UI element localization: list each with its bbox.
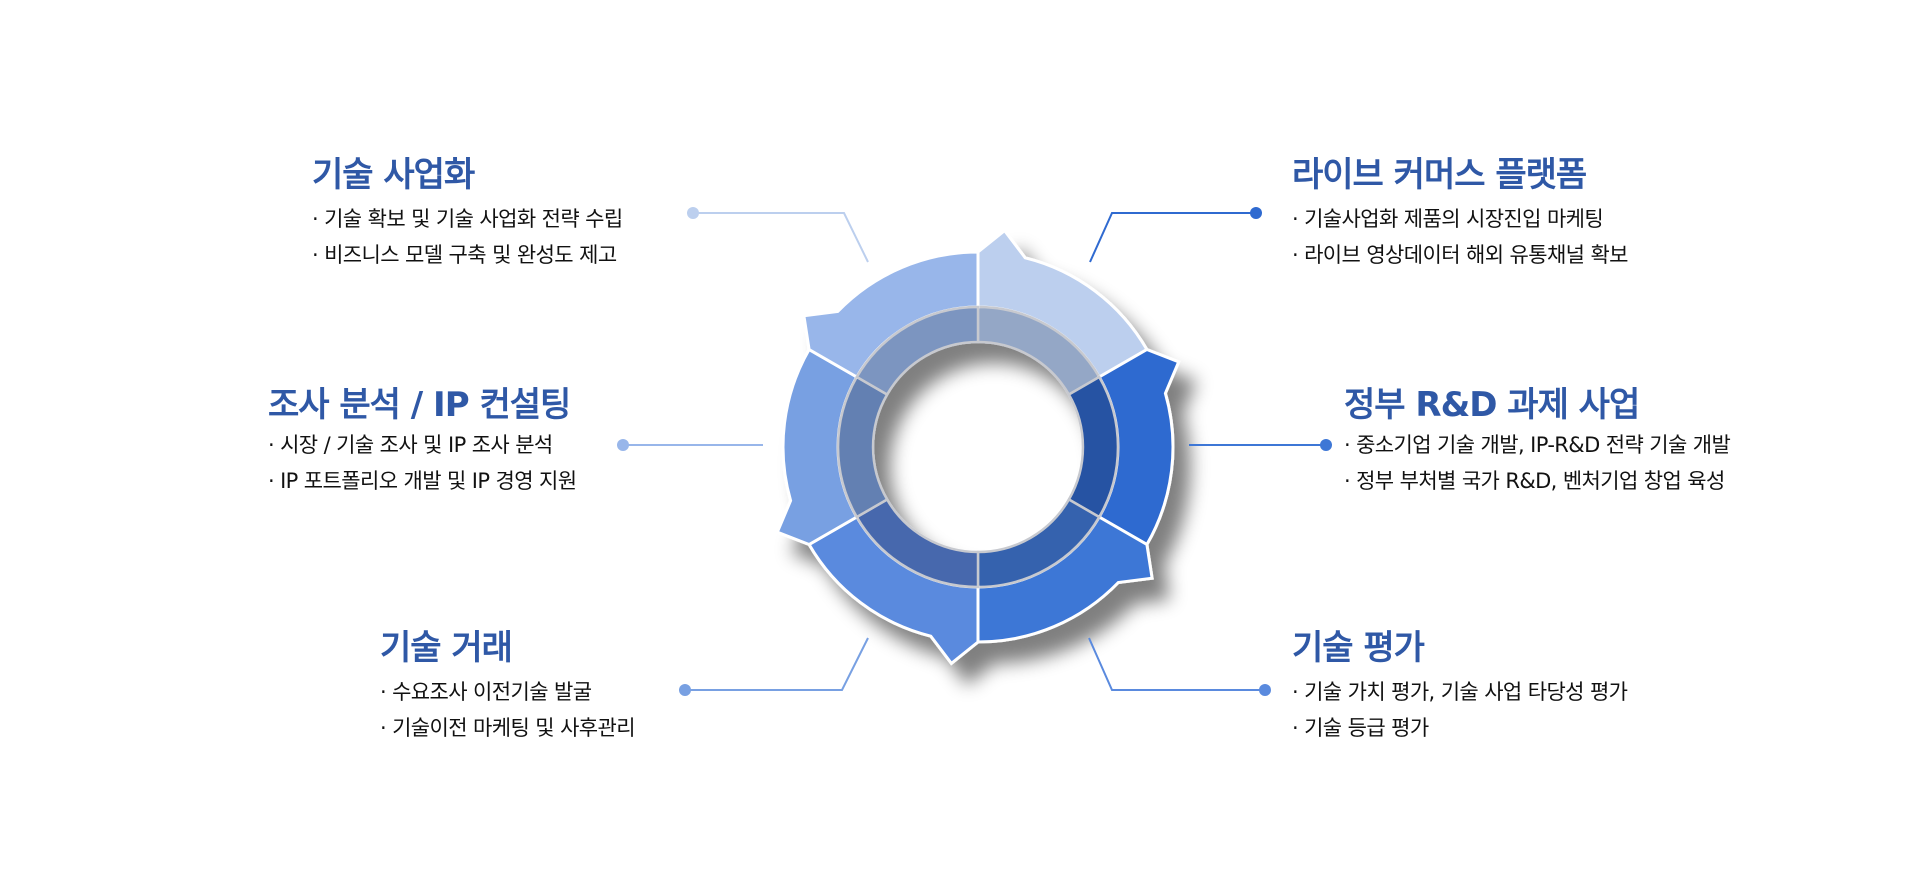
- bullet-item: ·기술 등급 평가: [1292, 716, 1429, 740]
- ring-inner-segment: [855, 305, 980, 397]
- connector-line: [693, 212, 869, 263]
- bullet-item: ·기술이전 마케팅 및 사후관리: [380, 716, 636, 740]
- bullet-item: ·중소기업 기술 개발, IP-R&D 전략 기술 개발: [1344, 433, 1731, 457]
- connector-line: [685, 637, 869, 691]
- section-research-ip: 조사 분석 / IP 컨설팅 ·시장 / 기술 조사 및 IP 조사 분석 ·I…: [268, 385, 577, 499]
- bullet-item: ·기술 확보 및 기술 사업화 전략 수립: [312, 207, 623, 231]
- section-title: 라이브 커머스 플랫폼: [1292, 155, 1587, 195]
- section-title: 조사 분석 / IP 컨설팅: [268, 385, 571, 425]
- section-title: 기술 평가: [1292, 628, 1425, 668]
- bullet-item: ·기술 가치 평가, 기술 사업 타당성 평가: [1292, 680, 1628, 704]
- bullet-item: ·라이브 영상데이터 해외 유통채널 확보: [1292, 243, 1629, 267]
- section-title: 기술 사업화: [312, 155, 475, 195]
- connector-dot: [617, 439, 629, 451]
- connector-line: [1089, 212, 1256, 263]
- connector-dot: [1259, 684, 1271, 696]
- section-title: 정부 R&D 과제 사업: [1344, 385, 1640, 425]
- section-tech-commercialization: 기술 사업화 ·기술 확보 및 기술 사업화 전략 수립 ·비즈니스 모델 구축…: [312, 155, 623, 273]
- bullet-item: ·IP 포트폴리오 개발 및 IP 경영 지원: [268, 469, 577, 493]
- connector-dot: [687, 207, 699, 219]
- section-title: 기술 거래: [380, 628, 513, 668]
- connector-dot: [679, 684, 691, 696]
- connector-dot: [1320, 439, 1332, 451]
- bullet-item: ·정부 부처별 국가 R&D, 벤처기업 창업 육성: [1344, 469, 1725, 493]
- connector-dot: [1250, 207, 1262, 219]
- section-live-commerce: 라이브 커머스 플랫폼 ·기술사업화 제품의 시장진입 마케팅 ·라이브 영상데…: [1292, 155, 1629, 273]
- section-gov-rnd: 정부 R&D 과제 사업 ·중소기업 기술 개발, IP-R&D 전략 기술 개…: [1344, 385, 1731, 499]
- section-tech-evaluation: 기술 평가 ·기술 가치 평가, 기술 사업 타당성 평가 ·기술 등급 평가: [1292, 628, 1628, 746]
- bullet-item: ·수요조사 이전기술 발굴: [380, 680, 592, 704]
- connector-line: [1088, 637, 1265, 691]
- bullet-item: ·기술사업화 제품의 시장진입 마케팅: [1292, 207, 1604, 231]
- section-tech-trade: 기술 거래 ·수요조사 이전기술 발굴 ·기술이전 마케팅 및 사후관리: [380, 628, 636, 746]
- bullet-item: ·비즈니스 모델 구축 및 완성도 제고: [312, 243, 617, 267]
- bullet-item: ·시장 / 기술 조사 및 IP 조사 분석: [268, 433, 553, 457]
